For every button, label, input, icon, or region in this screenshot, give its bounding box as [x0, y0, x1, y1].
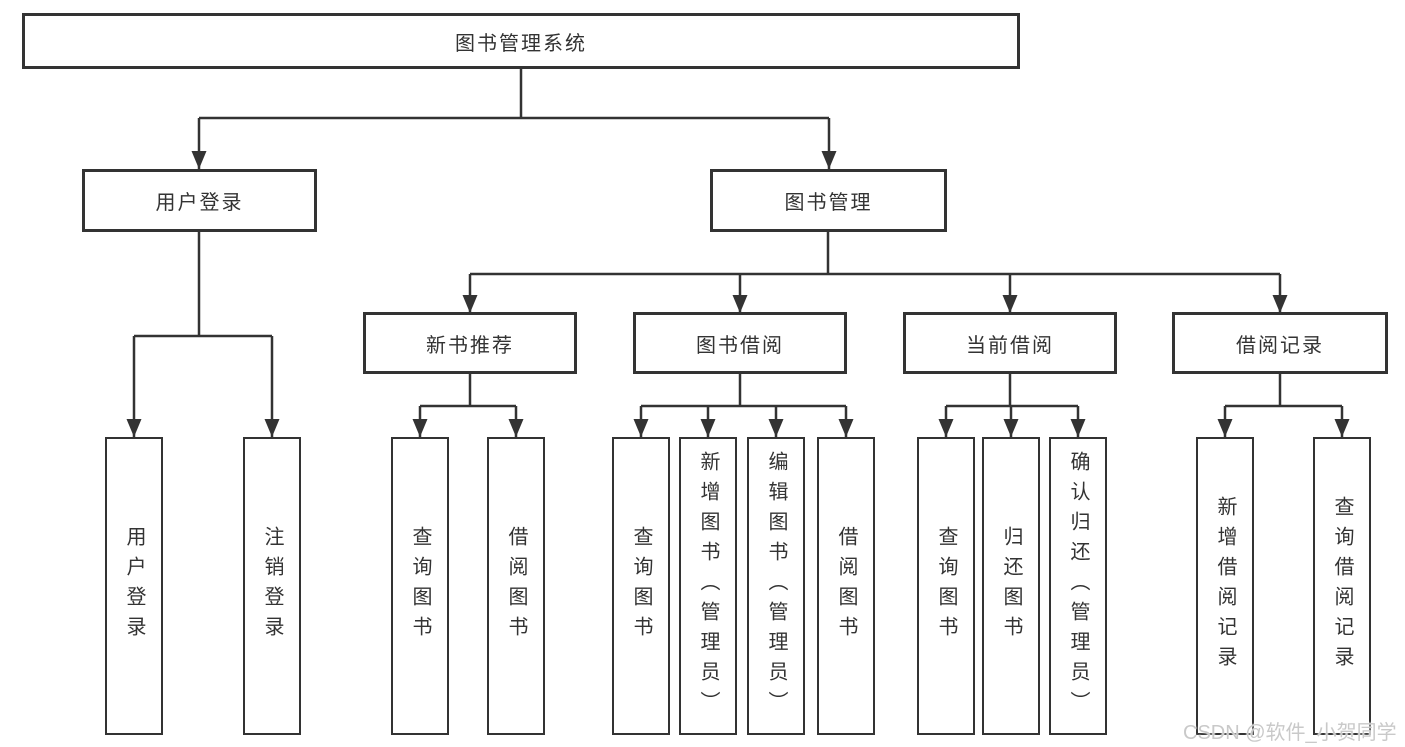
node-label: 确认归还（管理员）	[1067, 451, 1089, 721]
node-user-login: 用户登录	[82, 169, 317, 232]
node-label: 查询图书	[935, 526, 957, 646]
leaf-confirm-return-admin: 确认归还（管理员）	[1049, 437, 1107, 735]
node-label: 归还图书	[1000, 526, 1022, 646]
leaf-user-login: 用户登录	[105, 437, 163, 735]
csdn-watermark: CSDN @软件_小贺同学	[1183, 722, 1397, 744]
node-label: 当前借阅	[966, 334, 1054, 357]
leaf-query-books-recommend: 查询图书	[391, 437, 449, 735]
node-label: 编辑图书（管理员）	[765, 451, 787, 721]
node-label: 新书推荐	[426, 334, 514, 357]
leaf-add-books-admin: 新增图书（管理员）	[679, 437, 737, 735]
leaf-query-books-borrow: 查询图书	[612, 437, 670, 735]
node-label: 图书管理	[784, 192, 873, 214]
node-current-borrow: 当前借阅	[903, 312, 1117, 374]
leaf-add-borrow-record: 新增借阅记录	[1196, 437, 1254, 735]
leaf-return-books: 归还图书	[982, 437, 1040, 735]
node-label: 借阅记录	[1236, 334, 1324, 357]
node-label: 图书借阅	[696, 334, 784, 357]
node-book-management: 图书管理	[710, 169, 947, 232]
node-label: 借阅图书	[835, 526, 857, 646]
node-label: 借阅图书	[505, 526, 527, 646]
node-borrow-record: 借阅记录	[1172, 312, 1388, 374]
leaf-borrow-books-recommend: 借阅图书	[487, 437, 545, 735]
node-label: 图书管理系统	[455, 32, 587, 55]
node-label: 查询图书	[630, 526, 652, 646]
node-root-system: 图书管理系统	[22, 13, 1020, 69]
node-label: 用户登录	[123, 526, 145, 646]
leaf-borrow-books: 借阅图书	[817, 437, 875, 735]
node-label: 新增图书（管理员）	[697, 451, 719, 721]
node-label: 查询图书	[409, 526, 431, 646]
leaf-logout: 注销登录	[243, 437, 301, 735]
leaf-edit-books-admin: 编辑图书（管理员）	[747, 437, 805, 735]
node-label: 新增借阅记录	[1214, 496, 1236, 676]
leaf-query-borrow-record: 查询借阅记录	[1313, 437, 1371, 735]
node-label: 用户登录	[155, 192, 244, 214]
node-book-borrow: 图书借阅	[633, 312, 847, 374]
node-new-book-recommend: 新书推荐	[363, 312, 577, 374]
node-label: 注销登录	[261, 526, 283, 646]
leaf-query-books-current: 查询图书	[917, 437, 975, 735]
node-label: 查询借阅记录	[1331, 496, 1353, 676]
